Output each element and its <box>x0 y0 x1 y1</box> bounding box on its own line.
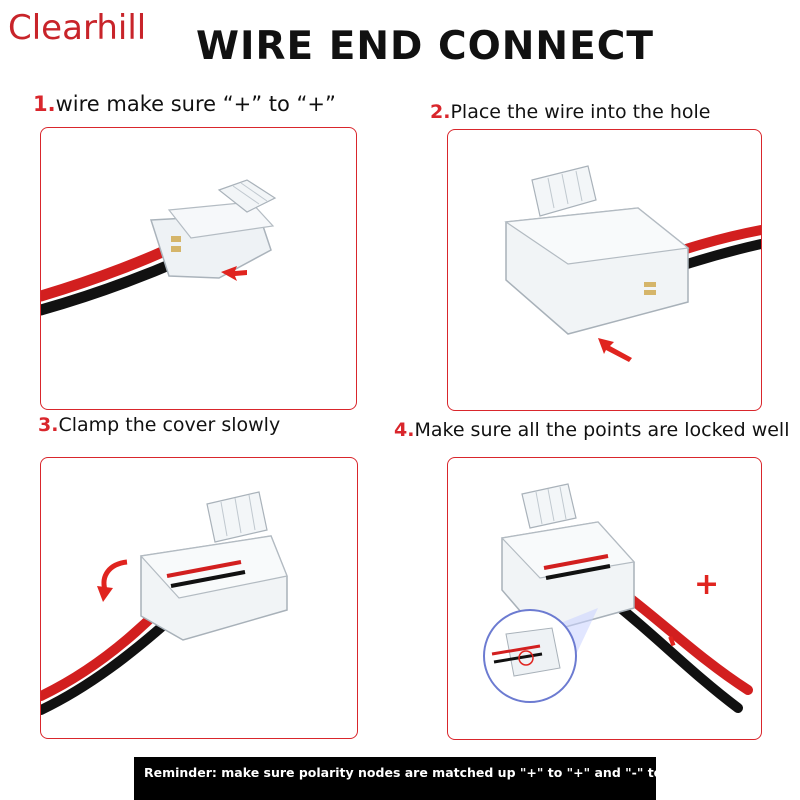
step-1-title: 1.wire make sure “+” to “+” <box>33 92 336 116</box>
step-3-image <box>40 457 358 739</box>
step-1-text: wire make sure “+” to “+” <box>55 92 336 116</box>
step-4-image: + - <box>447 457 762 740</box>
step-4-text: Make sure all the points are locked well <box>414 419 790 441</box>
step-3-number: 3. <box>38 414 59 436</box>
step-4-title: 4.Make sure all the points are locked we… <box>394 419 789 441</box>
brand-logo: Clearhill <box>8 8 147 48</box>
step-3-title: 3.Clamp the cover slowly <box>38 414 280 436</box>
step-1-number: 1. <box>33 92 56 116</box>
page-title: WIRE END CONNECT <box>196 24 654 69</box>
step-1-image <box>40 127 357 410</box>
step-4-number: 4. <box>394 419 415 441</box>
step-2-title: 2.Place the wire into the hole <box>430 101 710 123</box>
step-3-text: Clamp the cover slowly <box>58 414 281 436</box>
step-2-image <box>447 129 762 411</box>
step-2-text: Place the wire into the hole <box>450 101 711 123</box>
polarity-plus-mark: + <box>694 567 720 602</box>
step-2-number: 2. <box>430 101 451 123</box>
reminder-banner: Reminder: make sure polarity nodes are m… <box>134 757 685 800</box>
